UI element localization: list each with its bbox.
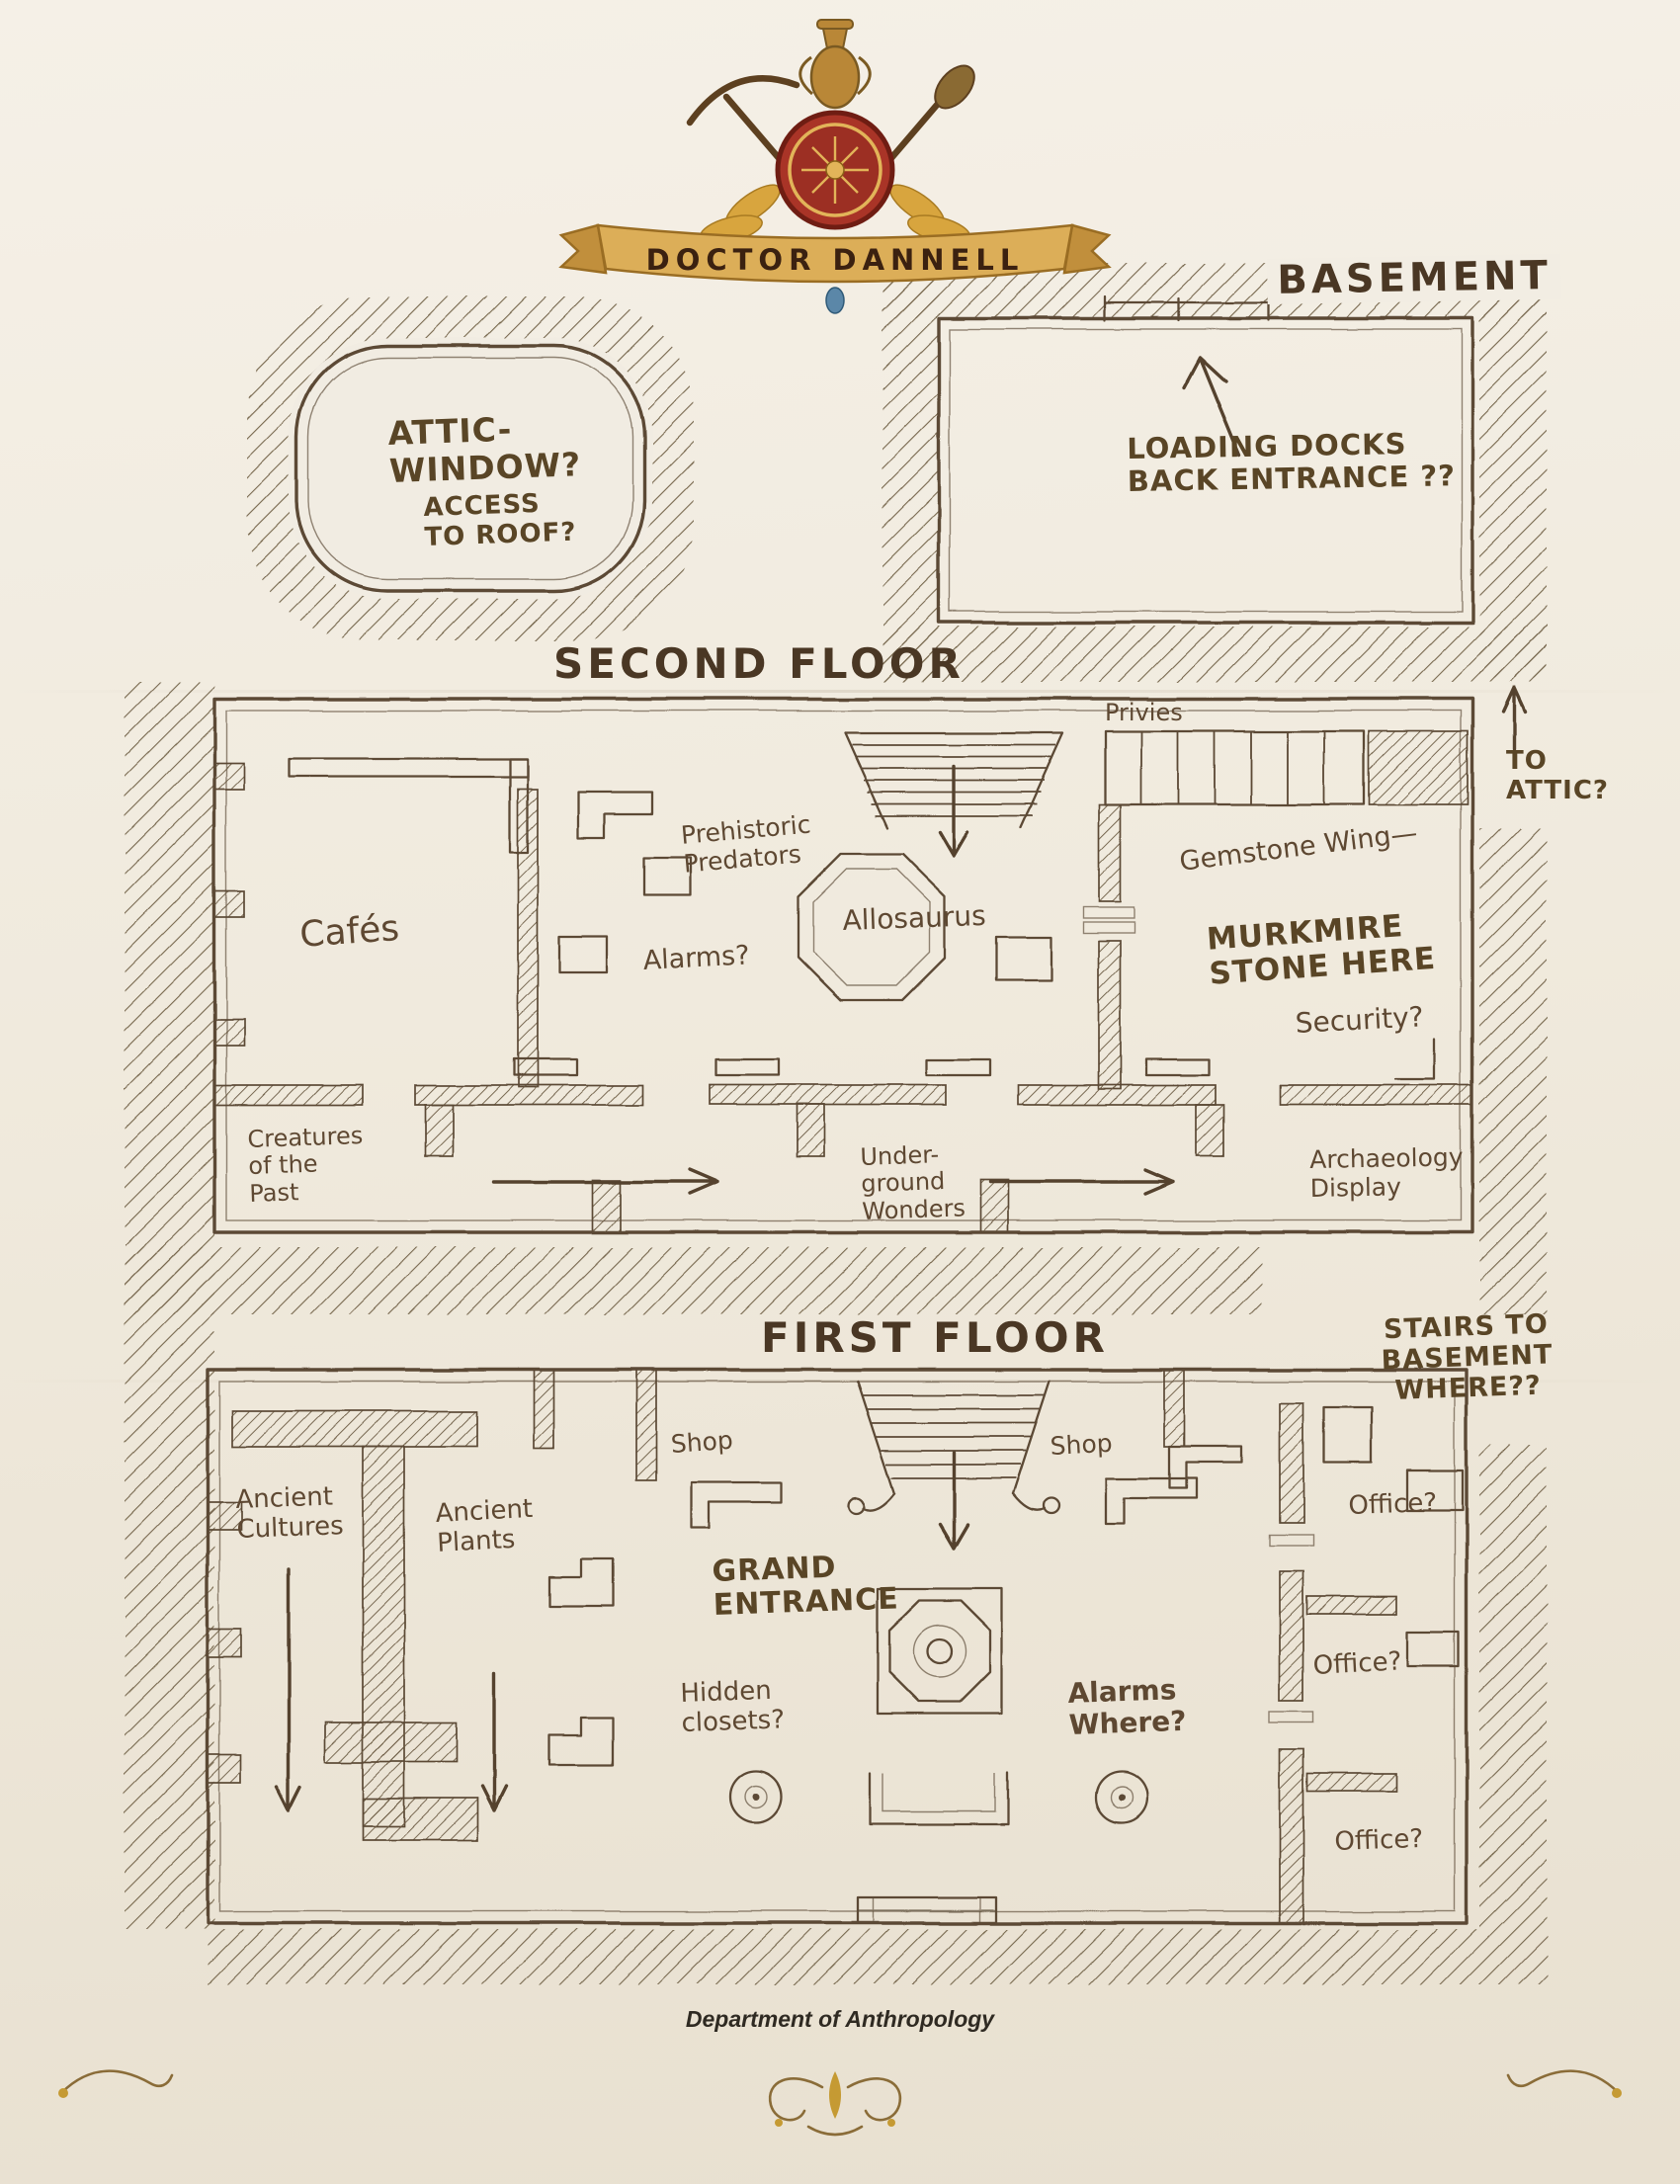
security-label: Security? <box>1294 1000 1425 1040</box>
staircase-icon-first-floor <box>846 1380 1061 1550</box>
attic-window-note: ATTIC- WINDOW? <box>386 409 582 490</box>
stairs-down-arrow-second-floor <box>938 765 969 858</box>
drop-ornament <box>825 287 845 314</box>
entrance-arrow-first-floor <box>938 1451 969 1550</box>
basement-title: BASEMENT <box>1267 253 1562 304</box>
corridor-arrow-west <box>492 1168 719 1196</box>
to-attic-note: TO ATTIC? <box>1506 746 1610 805</box>
allosaurus-pedestal <box>797 852 947 1002</box>
privies-stalls <box>1103 729 1469 806</box>
cafes-label: Cafés <box>298 907 401 956</box>
shop-left-label: Shop <box>669 1425 734 1459</box>
corridor-wall <box>213 1084 1473 1233</box>
first-floor-title: FIRST FLOOR <box>761 1313 1109 1362</box>
ancient-plants-arrow <box>480 1672 508 1812</box>
banner-ribbon <box>558 223 1112 284</box>
staircase-icon-second-floor <box>843 731 1064 858</box>
creatures-of-the-past-label: Creatures of the Past <box>246 1121 364 1208</box>
prehistoric-predators-label: Prehistoric Predators <box>679 809 812 879</box>
office-bottom-label: Office? <box>1333 1823 1424 1857</box>
privies-label: Privies <box>1105 699 1183 726</box>
crest <box>558 19 1112 314</box>
ancient-plants-label: Ancient Plants <box>434 1493 534 1558</box>
hidden-closet-icon-left <box>728 1769 784 1824</box>
hidden-closets-label: Hidden closets? <box>679 1675 786 1738</box>
amphora-icon <box>798 19 872 110</box>
office-middle-label: Office? <box>1311 1646 1403 1681</box>
ancient-cultures-label: Ancient Cultures <box>234 1481 345 1545</box>
alarms-where-label: Alarms Where? <box>1066 1673 1188 1741</box>
grand-entrance-compass <box>876 1587 1004 1716</box>
office-top-label: Office? <box>1347 1487 1438 1521</box>
archaeology-display-label: Archaeology Display <box>1308 1142 1464 1203</box>
allosaurus-label: Allosaurus <box>841 898 987 937</box>
shop-right-label: Shop <box>1049 1428 1114 1461</box>
to-attic-arrow <box>1501 686 1527 751</box>
loading-dock-doors <box>1103 294 1271 322</box>
access-to-roof-note: ACCESS TO ROOF? <box>422 488 577 552</box>
second-floor-title: SECOND FLOOR <box>553 639 965 688</box>
hatch-bands <box>125 263 1548 1984</box>
hidden-closet-icon-right <box>1094 1769 1149 1824</box>
grand-entrance-label: GRAND ENTRANCE <box>711 1550 900 1624</box>
second-floor-plan <box>212 686 1527 1234</box>
compass-medallion <box>775 110 895 230</box>
department-footer: Department of Anthropology <box>685 2006 995 2032</box>
alarms-label-second-floor: Alarms? <box>641 940 751 976</box>
stairs-to-basement-note: STAIRS TO BASEMENT WHERE?? <box>1381 1308 1554 1406</box>
footer-flourishes <box>58 2069 1622 2137</box>
corridor-arrow-east <box>988 1168 1174 1196</box>
basement-plan <box>937 294 1474 625</box>
attic-blob <box>247 296 694 640</box>
first-floor-plan <box>206 1368 1469 1925</box>
ancient-cultures-arrow <box>275 1567 302 1812</box>
loading-dock-arrow <box>1182 356 1241 457</box>
office-walls <box>1269 1402 1465 1924</box>
crest-banner-text: DOCTOR DANNELL <box>645 243 1025 277</box>
paper-fold-top <box>0 690 1680 693</box>
underground-wonders-label: Under- ground Wonders <box>859 1140 966 1225</box>
loading-docks-note: LOADING DOCKS BACK ENTRANCE ?? <box>1126 427 1457 499</box>
ancient-wing-walls <box>207 1410 478 1841</box>
